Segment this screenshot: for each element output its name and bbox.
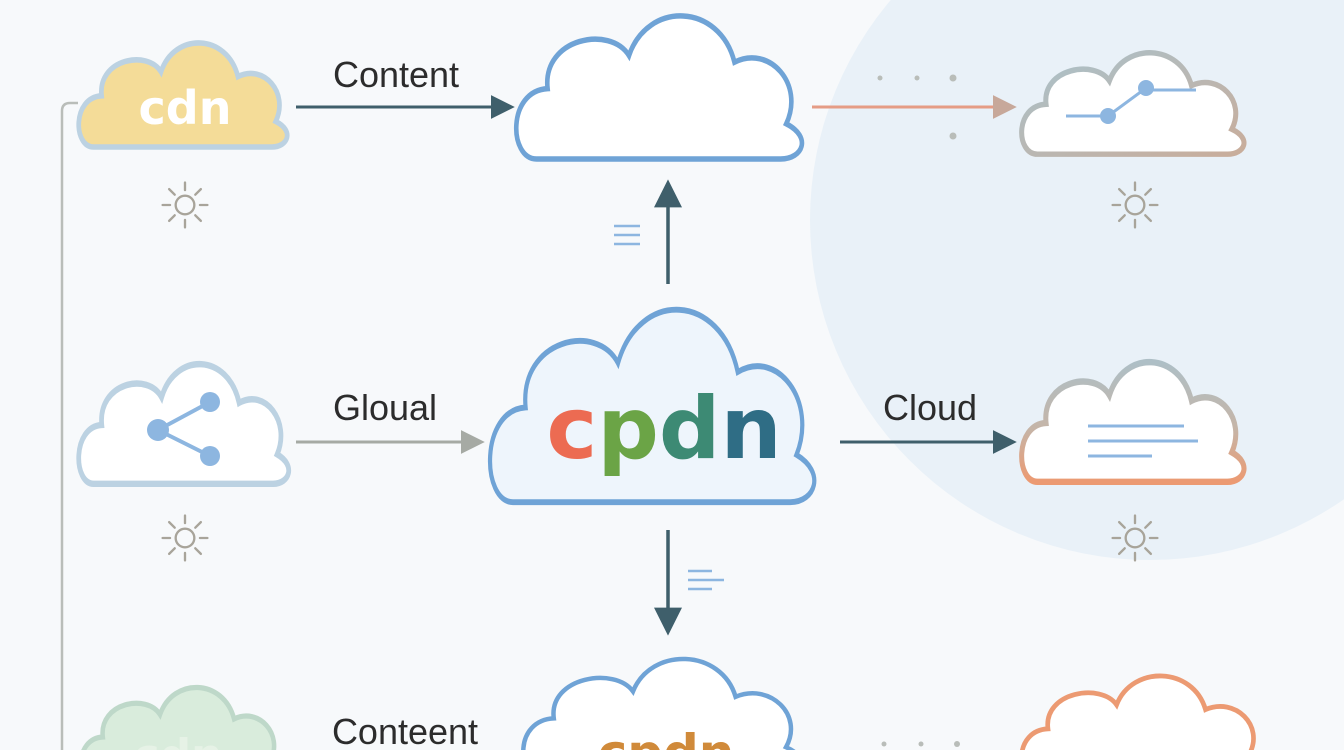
text-lines-icon	[614, 224, 640, 246]
edge-label-bottom: Conteent	[332, 711, 478, 750]
cpdn-logo-bottom-center: cpdn	[598, 724, 735, 750]
cloud-top-center[interactable]	[516, 16, 802, 159]
cpdn-logo-center: cpdn	[546, 379, 781, 479]
sun-icon	[161, 514, 209, 562]
edge-label-top: Content	[333, 54, 459, 95]
dots-icon	[877, 74, 957, 140]
cdn-logo-bottom-left: cdn	[134, 730, 223, 750]
text-lines-icon	[1088, 424, 1198, 458]
text-lines-icon	[688, 569, 724, 591]
left-connector-line	[60, 101, 78, 750]
graph-icon	[1066, 80, 1196, 124]
cloud-bottom-right[interactable]	[1022, 676, 1263, 750]
cdn-logo-top-left: cdn	[139, 81, 232, 135]
share-cloud-middle-left[interactable]	[79, 364, 289, 484]
sun-icon	[161, 181, 209, 229]
dots-icon	[881, 741, 960, 747]
share-icon	[147, 392, 220, 466]
edge-label-middle-left: Gloual	[333, 387, 437, 428]
edge-label-middle-right: Cloud	[883, 387, 977, 428]
